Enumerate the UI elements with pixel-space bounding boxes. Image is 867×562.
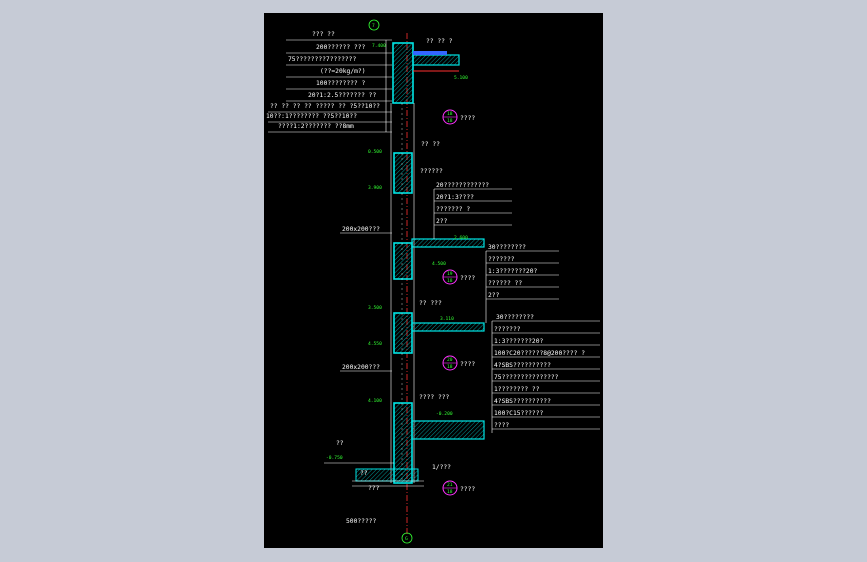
svg-text:2??: 2?? [436,218,448,225]
svg-text:21: 21 [447,482,453,488]
svg-text:1:3???????20?: 1:3???????20? [488,268,537,275]
svg-text:5.100: 5.100 [454,75,468,81]
floor-slab-1 [411,238,485,248]
floor-slab-3 [411,420,485,440]
parapet-label: ?? ?? ? [426,38,453,45]
svg-text:???????: ??????? [488,256,515,263]
top-note: 100???????? ? [316,80,365,87]
svg-text:??????? ?: ??????? ? [436,206,470,213]
svg-text:100?C20??????8@200???? ?: 100?C20??????8@200???? ? [494,350,585,357]
mid-notes-a: 20???????????? 20?1:3???? ??????? ? 2?? [433,182,512,239]
axis-bubble-top: 7 [368,19,380,31]
svg-text:-0.200: -0.200 [436,411,453,417]
svg-text:2??: 2?? [488,292,500,299]
wall-label: ?? ??? [419,300,442,307]
svg-text:18: 18 [447,111,453,117]
svg-text:-0.750: -0.750 [326,455,343,461]
svg-text:30????????: 30???????? [496,314,534,321]
left-label: 200x200??? [342,364,380,371]
level-marks: 7.400 5.100 0.500 3.900 2.600 4.500 3.50… [326,43,468,461]
svg-text:????: ???? [460,115,475,122]
foot-label: 1/??? [432,464,451,471]
foot-label: ?? [336,440,344,447]
svg-text:7: 7 [372,23,375,29]
svg-text:20?1:3????: 20?1:3???? [436,194,474,201]
svg-text:18: 18 [447,364,453,370]
foot-label: ?? [360,470,368,477]
svg-text:100?C15??????: 100?C15?????? [494,410,543,417]
wall-label: ???? ??? [419,394,450,401]
top-note: 200?????? ??? [316,44,365,51]
svg-text:18: 18 [447,489,453,495]
top-note: ?? ?? ?? ?? ????? ?? ?5??10?? [270,103,380,110]
svg-text:2.600: 2.600 [454,235,468,241]
svg-text:4?SBS??????????: 4?SBS?????????? [494,362,551,369]
svg-text:????: ???? [460,275,475,282]
svg-text:18: 18 [447,118,453,124]
top-note: 20?1:2.5??????? ?? [308,92,376,99]
floor-slab-2 [411,322,485,332]
bottom-label: 500????? [346,518,377,525]
top-note: (??=20kg/m?) [320,68,366,75]
svg-text:19: 19 [447,271,453,277]
mid-notes-c: 30???????? ??????? 1:3???????20? 100?C20… [491,314,600,433]
drawing-sheet: 7 G [264,13,603,548]
svg-text:20????????????: 20???????????? [436,182,489,189]
svg-text:???????: ??????? [494,326,521,333]
svg-text:4.550: 4.550 [368,341,382,347]
wall-section-drawing: 7 G [266,19,600,544]
detail-ref-4: 21 18 ???? [442,480,475,496]
svg-text:7.400: 7.400 [372,43,386,49]
svg-text:30????????: 30???????? [488,244,526,251]
foundation [324,462,424,487]
detail-ref-2: 19 18 ???? [442,269,475,285]
wall-body [390,42,415,484]
axis-bubble-bottom: G [401,532,413,544]
svg-text:0.500: 0.500 [368,149,382,155]
roof-slab [412,51,460,72]
svg-text:3.900: 3.900 [368,185,382,191]
svg-text:1???????? ??: 1???????? ?? [494,386,540,393]
svg-text:4.100: 4.100 [368,398,382,404]
svg-text:????: ???? [460,486,475,493]
svg-text:75???????????????: 75??????????????? [494,374,559,381]
detail-ref-1: 18 18 ???? [442,109,475,125]
svg-text:G: G [405,536,408,542]
top-note: 75????????7??????? [288,56,356,63]
wall-label: ?????? [420,168,443,175]
svg-text:20: 20 [447,357,453,363]
top-note: ??? ?? [312,31,335,38]
svg-text:????: ???? [460,361,475,368]
left-label: 200x200??? [342,226,380,233]
svg-text:3.110: 3.110 [440,316,454,322]
svg-text:?????? ??: ?????? ?? [488,280,522,287]
top-note: ????1:2??????? ??8mm [278,123,354,130]
svg-text:4?SBS??????????: 4?SBS?????????? [494,398,551,405]
top-notes-leaders [268,39,392,133]
top-notes: ??? ?? 200?????? ??? 75????????7??????? … [266,31,380,130]
svg-text:4.500: 4.500 [432,261,446,267]
foot-label: ??? [368,485,380,492]
svg-text:1:3???????20?: 1:3???????20? [494,338,543,345]
detail-ref-3: 20 18 ???? [442,355,475,371]
mid-notes-b: 30???????? ??????? 1:3???????20? ?????? … [485,244,559,323]
svg-text:????: ???? [494,422,509,429]
svg-text:3.500: 3.500 [368,305,382,311]
top-note: 10??:1???????? ??5??10?? [266,113,357,120]
wall-label: ?? ?? [421,141,440,148]
svg-text:18: 18 [447,278,453,284]
